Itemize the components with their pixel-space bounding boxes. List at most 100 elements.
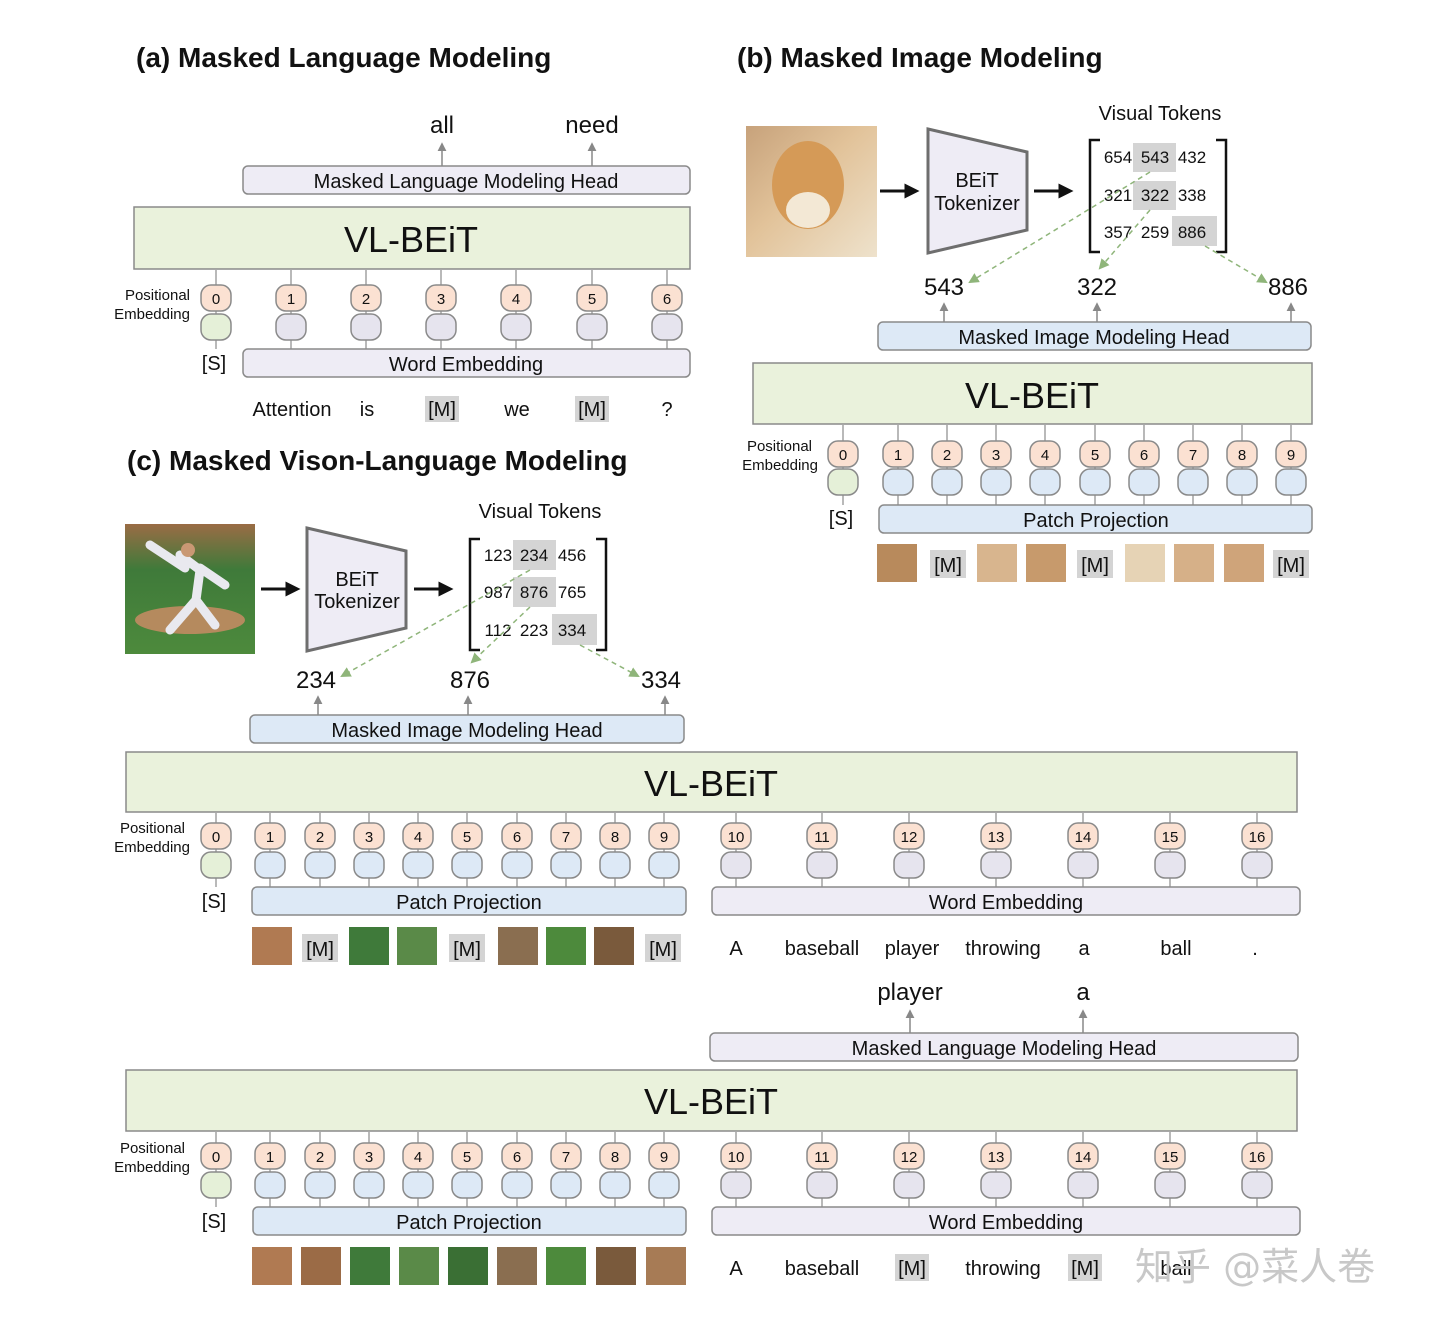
arrow-c-876 bbox=[470, 606, 531, 664]
visual-token: 321 bbox=[1104, 186, 1132, 205]
input-word: a bbox=[1078, 938, 1090, 960]
input-word: throwing bbox=[965, 938, 1041, 960]
position-number: 3 bbox=[992, 447, 1000, 464]
position-pill bbox=[1241, 1142, 1273, 1170]
position-pill bbox=[806, 822, 838, 850]
mim-head-b-label: Masked Image Modeling Head bbox=[958, 327, 1229, 349]
visual-token: 234 bbox=[520, 546, 548, 565]
position-number: 14 bbox=[1075, 1149, 1092, 1166]
position-number: 9 bbox=[660, 829, 668, 846]
position-pill bbox=[1029, 440, 1061, 468]
visual-tokens-b-label: Visual Tokens bbox=[1099, 103, 1222, 125]
position-number: 10 bbox=[728, 1149, 745, 1166]
title-c: (c) Masked Vison-Language Modeling bbox=[127, 445, 627, 476]
position-pill bbox=[648, 822, 680, 850]
mim-output-c-2: 876 bbox=[450, 667, 490, 694]
position-number: 3 bbox=[365, 1149, 373, 1166]
model-c1-label: VL-BEiT bbox=[644, 763, 778, 804]
mlm-head-a-label: Masked Language Modeling Head bbox=[314, 171, 619, 193]
embedding-pill bbox=[1079, 468, 1111, 496]
position-number: 13 bbox=[988, 829, 1005, 846]
bracket-b-right bbox=[1216, 138, 1228, 254]
pos-label-c2-1: Positional bbox=[120, 1140, 185, 1157]
embedding-pill bbox=[720, 1171, 752, 1199]
mask-patch bbox=[449, 934, 485, 962]
mask-cell-b-1 bbox=[1133, 143, 1176, 172]
arrow-b-886 bbox=[1204, 245, 1268, 284]
visual-token: 357 bbox=[1104, 223, 1132, 242]
embedding-pill bbox=[451, 851, 483, 879]
image-patch bbox=[546, 1247, 586, 1285]
position-pill bbox=[980, 1142, 1012, 1170]
position-number: 1 bbox=[266, 829, 274, 846]
position-number: 5 bbox=[588, 291, 596, 308]
tokenizer-b-2: Tokenizer bbox=[934, 193, 1020, 215]
pos-label-c1-2: Embedding bbox=[114, 839, 190, 856]
input-word: ? bbox=[661, 399, 672, 421]
image-patch bbox=[252, 927, 292, 965]
mlm-output-a-2: need bbox=[565, 112, 618, 139]
mlm-head-a bbox=[242, 165, 691, 195]
position-number: 5 bbox=[463, 1149, 471, 1166]
position-pill bbox=[1275, 440, 1307, 468]
input-word: ball bbox=[1160, 938, 1191, 960]
position-pill bbox=[720, 1142, 752, 1170]
position-pill bbox=[425, 284, 457, 312]
image-patch bbox=[596, 1247, 636, 1285]
embedding-pill bbox=[353, 1171, 385, 1199]
embedding-pill bbox=[350, 313, 382, 341]
input-word: player bbox=[885, 938, 940, 960]
bracket-b-left bbox=[1088, 138, 1100, 254]
visual-token: 654 bbox=[1104, 148, 1132, 167]
input-word: ball bbox=[1160, 1258, 1191, 1280]
embedding-pill bbox=[1241, 1171, 1273, 1199]
mask-cell-b-2 bbox=[1133, 181, 1176, 210]
position-pill bbox=[501, 822, 533, 850]
position-pill bbox=[353, 1142, 385, 1170]
image-patch bbox=[350, 1247, 390, 1285]
position-number: 5 bbox=[463, 829, 471, 846]
embedding-pill bbox=[931, 468, 963, 496]
input-word: baseball bbox=[785, 938, 860, 960]
mlm-output-c-1: player bbox=[877, 979, 942, 1006]
word-embedding-c1 bbox=[711, 886, 1301, 916]
visual-token: 432 bbox=[1178, 148, 1206, 167]
position-number: 2 bbox=[943, 447, 951, 464]
start-token-c1: [S] bbox=[202, 891, 226, 913]
position-number: 1 bbox=[287, 291, 295, 308]
position-number: 15 bbox=[1162, 1149, 1179, 1166]
embedding-pill bbox=[1128, 468, 1160, 496]
position-pill bbox=[451, 1142, 483, 1170]
position-number: 8 bbox=[1238, 447, 1246, 464]
position-pill bbox=[200, 822, 232, 850]
position-pill bbox=[882, 440, 914, 468]
position-number: 13 bbox=[988, 1149, 1005, 1166]
model-b bbox=[752, 362, 1313, 425]
position-number: 2 bbox=[362, 291, 370, 308]
mim-head-b bbox=[877, 321, 1312, 351]
position-number: 9 bbox=[660, 1149, 668, 1166]
pitcher-shape bbox=[145, 540, 230, 635]
embedding-pill bbox=[1154, 1171, 1186, 1199]
position-pill bbox=[599, 1142, 631, 1170]
input-word: is bbox=[360, 399, 374, 421]
tokenizer-c-1: BEiT bbox=[335, 569, 378, 591]
position-pill bbox=[893, 822, 925, 850]
embedding-pill bbox=[893, 851, 925, 879]
bracket-c-left bbox=[468, 537, 480, 652]
position-number: 5 bbox=[1091, 447, 1099, 464]
position-number: 0 bbox=[839, 447, 847, 464]
input-word: [M] bbox=[1071, 1258, 1099, 1280]
position-pill bbox=[501, 1142, 533, 1170]
mask-highlight bbox=[895, 1254, 929, 1281]
visual-token: 223 bbox=[520, 621, 548, 640]
image-patch bbox=[977, 544, 1017, 582]
position-pill bbox=[275, 284, 307, 312]
image-patch bbox=[594, 927, 634, 965]
mlm-head-c bbox=[709, 1032, 1299, 1062]
position-number: 12 bbox=[901, 1149, 918, 1166]
